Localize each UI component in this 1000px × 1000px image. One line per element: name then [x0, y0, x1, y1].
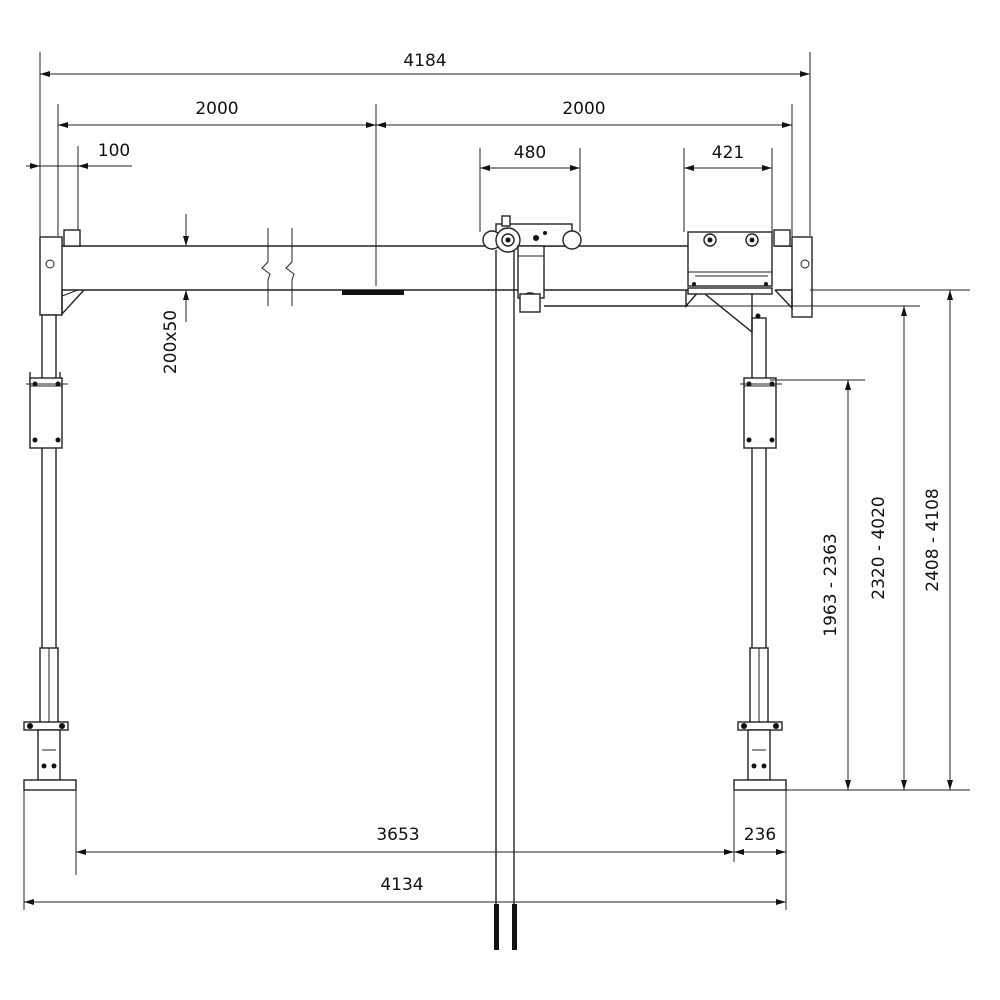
right-foot: [733, 779, 787, 791]
dim-half-span-right: 2000: [376, 99, 792, 128]
trolley: [482, 215, 688, 313]
svg-text:100: 100: [98, 141, 130, 161]
svg-text:200x50: 200x50: [161, 310, 181, 374]
svg-text:4184: 4184: [403, 51, 446, 71]
right-end-carriage: [773, 229, 813, 318]
beam-rollers: [342, 290, 404, 295]
svg-text:421: 421: [712, 143, 744, 163]
svg-text:480: 480: [514, 143, 546, 163]
svg-text:2000: 2000: [562, 99, 605, 119]
break-mark-left: [261, 228, 271, 306]
dim-end-offset: 100: [26, 141, 132, 169]
dim-beam-section: 200x50: [161, 214, 189, 374]
break-mark-right: [285, 228, 295, 306]
dim-hook-height: 1963 - 2363: [821, 380, 851, 790]
main-beam: [62, 228, 792, 306]
svg-text:1963 - 2363: 1963 - 2363: [821, 533, 841, 636]
dim-half-span-left: 2000: [58, 99, 376, 128]
extension-lines: [23, 52, 970, 910]
svg-text:236: 236: [744, 825, 776, 845]
dim-trolley-width: 480: [480, 143, 580, 171]
left-end-carriage: [39, 229, 85, 316]
dim-hoist-width: 421: [684, 143, 772, 171]
dim-base-width: 4134: [24, 875, 786, 905]
dim-total-height: 2408 - 4108: [923, 290, 953, 790]
dim-overall-width: 4184: [40, 51, 810, 77]
hoist-chain: [494, 250, 517, 950]
left-leg: [23, 314, 69, 781]
dim-inner-foot-span: 3653: [76, 825, 734, 855]
dim-beam-height: 2320 - 4020: [869, 306, 907, 790]
hoist-unit: [685, 231, 773, 334]
left-foot: [23, 779, 77, 791]
dim-foot-width: 236: [734, 825, 786, 855]
svg-text:3653: 3653: [376, 825, 419, 845]
svg-text:4134: 4134: [380, 875, 423, 895]
svg-text:2408 - 4108: 2408 - 4108: [923, 488, 943, 591]
svg-text:2000: 2000: [195, 99, 238, 119]
right-leg: [737, 317, 783, 781]
svg-text:2320 - 4020: 2320 - 4020: [869, 496, 889, 599]
